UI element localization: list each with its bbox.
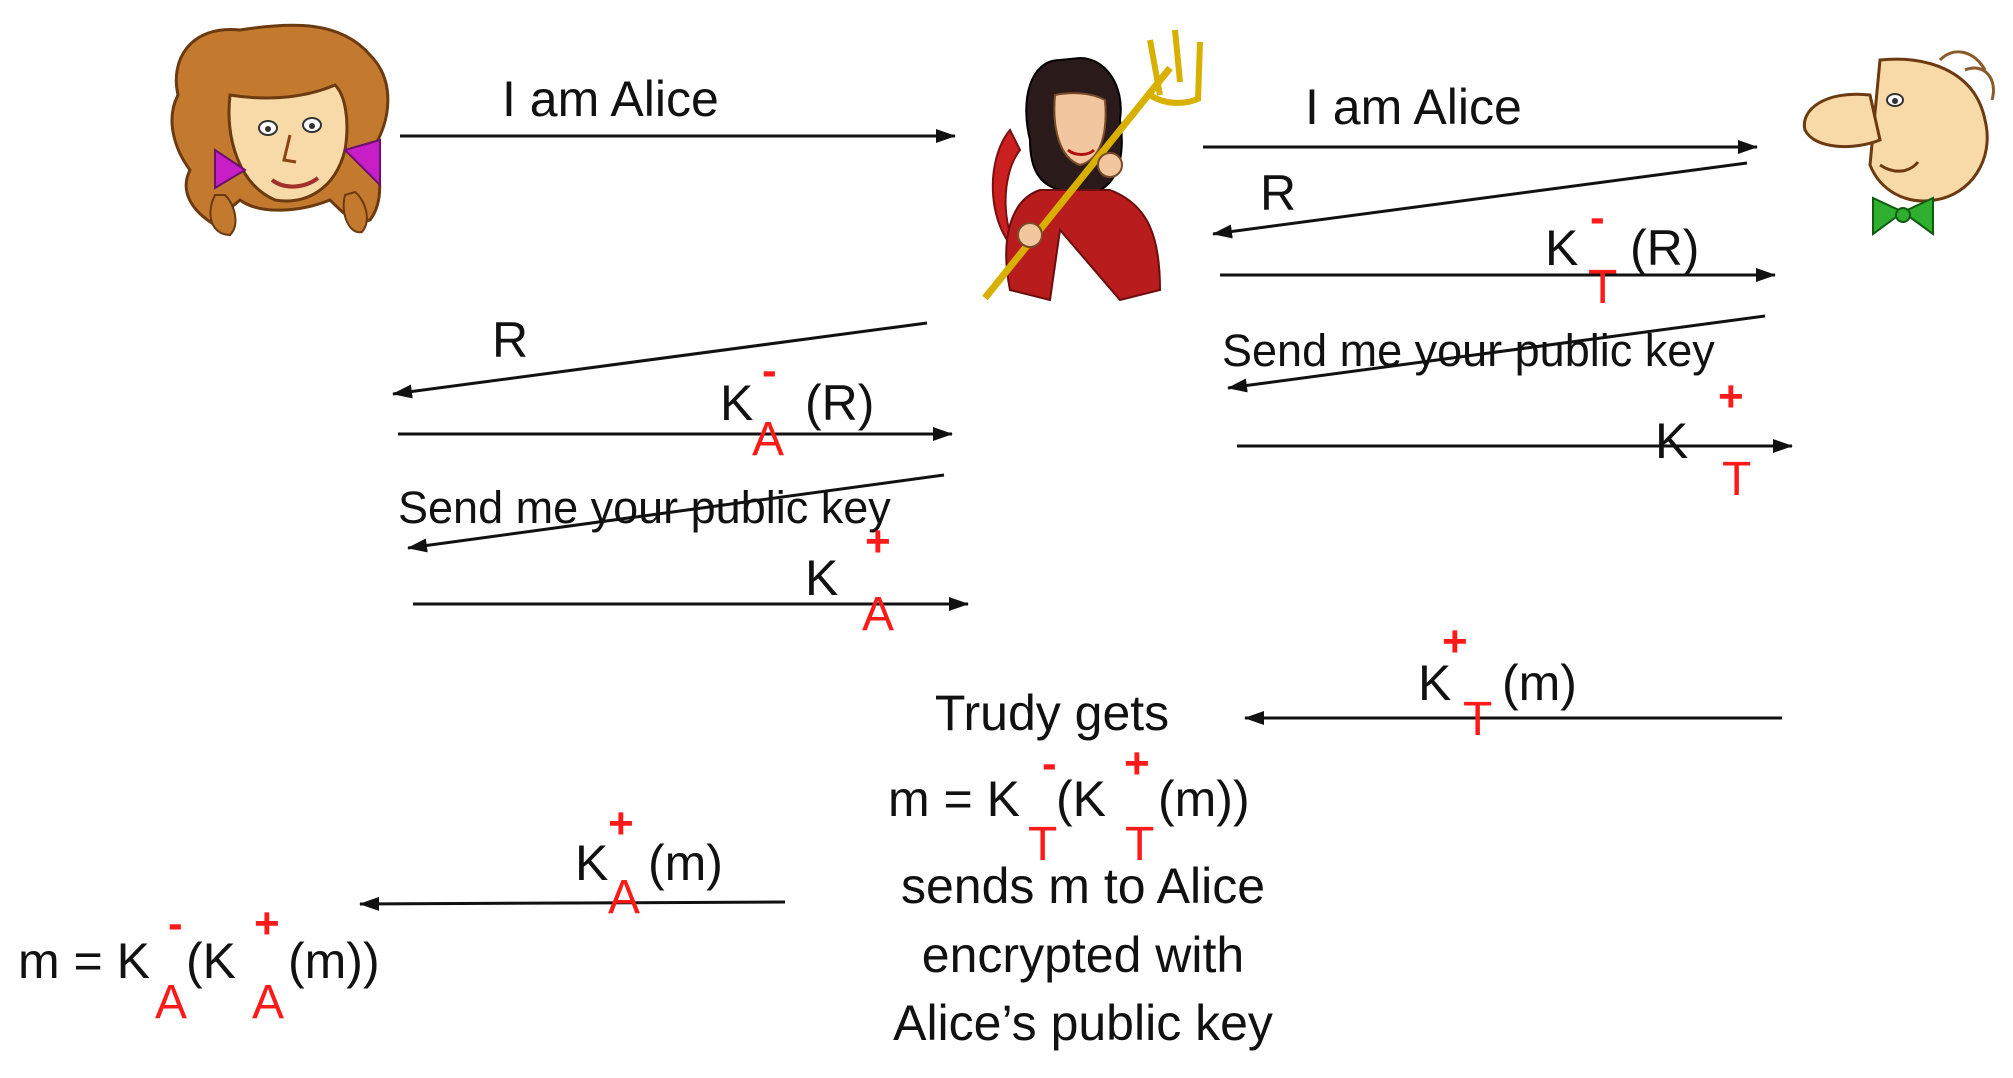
trudy-note-eq-plus: + (1124, 739, 1150, 788)
trudy-note-eq-prefix: m = K (888, 771, 1020, 827)
label-bt-msg-m: (m) (1502, 655, 1577, 711)
trudy-note-eq-close: (m)) (1158, 771, 1250, 827)
label-ta-msg-A: A (608, 871, 640, 924)
trudy-note-eq-open: (K (1056, 771, 1106, 827)
arrow-trudy-to-alice-R (392, 321, 928, 399)
trudy-note-line4: encrypted with (922, 927, 1244, 983)
label-kt-R: (R) (1630, 220, 1699, 276)
arrow-trudy-to-alice-msg (359, 896, 786, 911)
label-bob-to-trudy-R: R (1260, 165, 1296, 221)
trudy-devil-icon (982, 29, 1203, 302)
trudy-note-line3: sends m to Alice (901, 858, 1265, 914)
alice-result-close: (m)) (288, 933, 380, 989)
label-ka-A: A (752, 413, 784, 466)
alice-result-prefix: m = K (18, 933, 150, 989)
label-kt-K: K (1545, 220, 1578, 276)
label-kt-T: T (1588, 261, 1617, 314)
alice-result-open: (K (186, 933, 236, 989)
label-trudy-to-alice-send: Send me your public key (398, 482, 891, 533)
trudy-note-eq-minus: - (1042, 739, 1057, 788)
label-kt-key-T: T (1722, 453, 1751, 506)
label-ka-R: (R) (805, 375, 874, 431)
label-kt-key-plus: + (1718, 372, 1744, 421)
trudy-note-line1: Trudy gets (935, 685, 1169, 741)
trudy-note: Trudy gets m = K - T (K + T (m)) sends m… (888, 685, 1273, 1051)
label-ta-msg-K: K (575, 835, 608, 891)
label-kt-minus: - (1590, 193, 1605, 242)
alice-result-plus: + (254, 899, 280, 948)
arrow-bob-to-trudy-R (1212, 161, 1748, 239)
label-trudy-to-bob-iam: I am Alice (1305, 79, 1522, 135)
label-ka-key-A: A (862, 588, 894, 641)
alice-result: m = K - A (K + A (m)) (18, 899, 380, 1029)
arrow-bob-to-trudy-send (1227, 314, 1766, 393)
label-ka-key-K: K (805, 550, 838, 606)
label-ta-msg-plus: + (608, 799, 634, 848)
alice-result-A2: A (252, 976, 284, 1029)
label-ka-minus: - (762, 346, 777, 395)
label-bt-msg-plus: + (1442, 617, 1468, 666)
label-ta-msg-m: (m) (648, 835, 723, 891)
trudy-note-eq-T2: T (1125, 818, 1154, 871)
arrow-trudy-to-alice-send (407, 473, 945, 553)
label-trudy-to-alice-R: R (492, 312, 528, 368)
alice-result-A1: A (155, 976, 187, 1029)
label-ka-key-plus: + (865, 517, 891, 566)
trudy-note-line5: Alice’s public key (893, 995, 1273, 1051)
alice-result-minus: - (168, 899, 183, 948)
label-bob-to-trudy-send: Send me your public key (1222, 325, 1715, 376)
alice-cartoon-icon (170, 23, 390, 237)
arrows-group (359, 129, 1793, 911)
bob-cartoon-icon (1802, 50, 1995, 236)
label-kt-key-K: K (1655, 413, 1688, 469)
label-bt-msg-T: T (1463, 693, 1492, 746)
trudy-note-eq-T1: T (1028, 818, 1057, 871)
label-ka-K: K (720, 375, 753, 431)
label-alice-to-trudy-iam: I am Alice (502, 71, 719, 127)
label-bt-msg-K: K (1418, 655, 1451, 711)
